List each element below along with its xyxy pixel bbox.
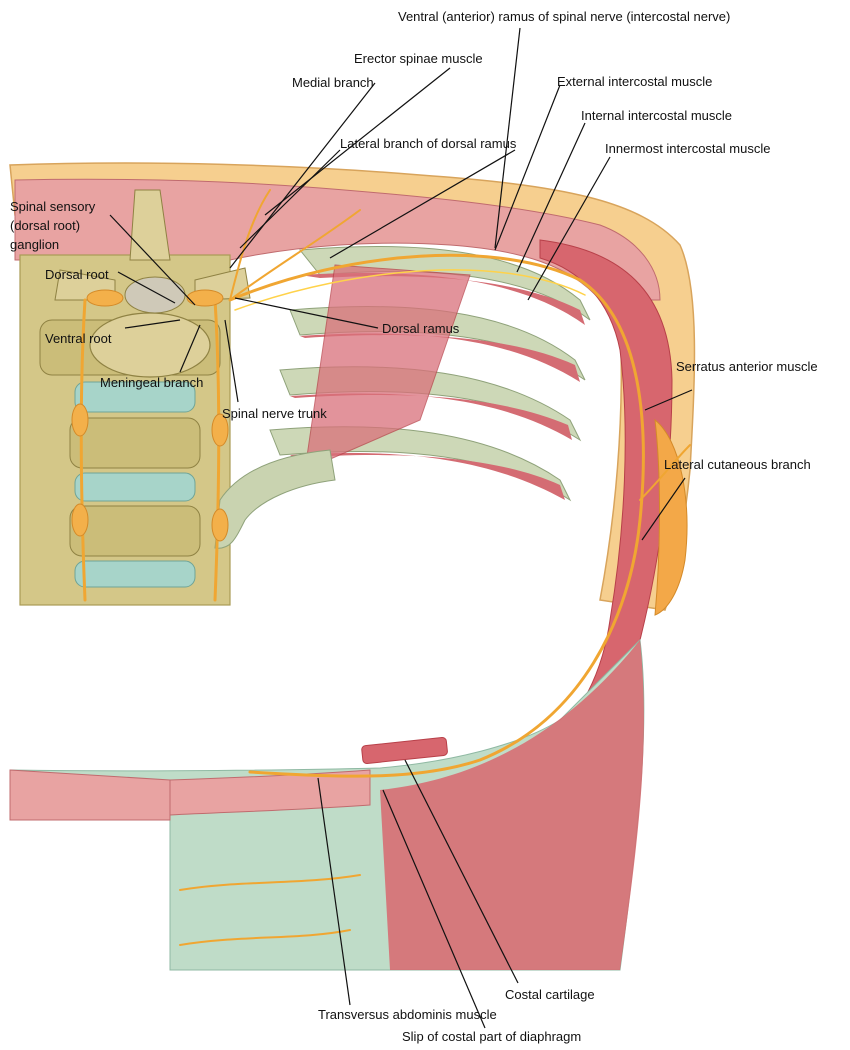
label-dorsal-ramus: Dorsal ramus	[382, 321, 460, 336]
label-external-intercostal: External intercostal muscle	[557, 74, 712, 89]
label-ventral-root: Ventral root	[45, 331, 112, 346]
label-lateral-branch-dorsal: Lateral branch of dorsal ramus	[340, 136, 517, 151]
vertebral-column	[19, 189, 251, 606]
label-erector-spinae: Erector spinae muscle	[354, 51, 483, 66]
label-transversus-abdominis: Transversus abdominis muscle	[318, 1007, 497, 1022]
label-spinal-sensory-2: (dorsal root)	[10, 218, 80, 233]
label-meningeal-branch: Meningeal branch	[100, 375, 203, 390]
label-spinal-nerve-trunk: Spinal nerve trunk	[222, 406, 327, 421]
label-innermost-intercostal: Innermost intercostal muscle	[605, 141, 770, 156]
label-slip-diaphragm: Slip of costal part of diaphragm	[402, 1029, 581, 1044]
rib-head	[214, 449, 336, 549]
label-medial-branch: Medial branch	[292, 75, 374, 90]
label-ventral-ramus: Ventral (anterior) ramus of spinal nerve…	[398, 9, 730, 24]
label-internal-intercostal: Internal intercostal muscle	[581, 108, 732, 123]
label-lateral-cutaneous: Lateral cutaneous branch	[664, 457, 811, 472]
illustration	[9, 162, 696, 971]
label-costal-cartilage: Costal cartilage	[505, 987, 595, 1002]
label-spinal-sensory-3: ganglion	[10, 237, 59, 252]
labels: Ventral (anterior) ramus of spinal nerve…	[10, 9, 818, 1044]
erector-spinae-region	[14, 178, 661, 301]
rib-cage	[269, 246, 591, 502]
serratus-anterior-shape	[654, 418, 688, 616]
label-serratus-anterior: Serratus anterior muscle	[676, 359, 818, 374]
label-dorsal-root: Dorsal root	[45, 267, 109, 282]
leader-lines	[109, 27, 693, 1029]
abdominal-wall	[9, 638, 645, 971]
label-spinal-sensory-1: Spinal sensory	[10, 199, 96, 214]
